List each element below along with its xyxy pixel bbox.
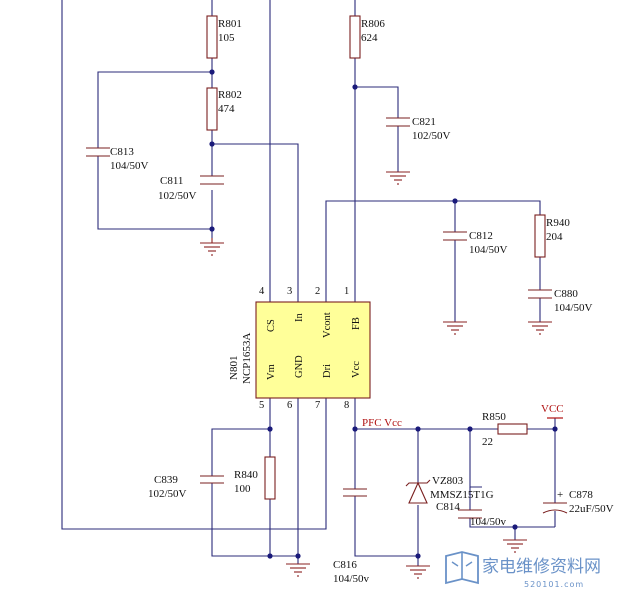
zener-diode-vz803[interactable] <box>405 479 431 504</box>
wires <box>61 0 556 566</box>
pin-name-cs: CS <box>266 319 277 332</box>
c811-value: 102/50V <box>158 190 197 202</box>
c878-ref: C878 <box>569 489 593 501</box>
r802-ref: R802 <box>218 89 242 101</box>
junction-dot <box>512 524 518 530</box>
pin-number: 4 <box>259 286 265 297</box>
capacitor-c812[interactable] <box>443 231 467 241</box>
pin-number: 1 <box>344 286 349 297</box>
ground-icon <box>386 171 410 185</box>
junction-dot <box>267 553 273 559</box>
junction-dot <box>209 69 215 75</box>
resistor-r806[interactable] <box>349 15 361 59</box>
book-icon <box>445 551 479 585</box>
r840-ref: R840 <box>234 469 258 481</box>
c839-ref: C839 <box>154 474 178 486</box>
junction-dot <box>352 84 358 90</box>
vz803-value: MMSZ15T1G <box>430 489 494 501</box>
capacitor-c878[interactable] <box>542 502 568 514</box>
ground-icon <box>406 565 430 579</box>
capacitor-c821[interactable] <box>386 117 410 127</box>
ground-icon <box>286 563 310 577</box>
c821-value: 102/50V <box>412 130 451 142</box>
r801-ref: R801 <box>218 18 242 30</box>
junction-dots <box>209 69 558 559</box>
capacitor-c814[interactable] <box>458 509 482 519</box>
pin-name-vcont: Vcont <box>322 312 333 338</box>
r850-ref: R850 <box>482 411 506 423</box>
r806-value: 624 <box>361 32 378 44</box>
pin-number: 3 <box>287 286 292 297</box>
pin-number: 2 <box>315 286 320 297</box>
r806-ref: R806 <box>361 18 385 30</box>
r940-ref: R940 <box>546 217 570 229</box>
r802-value: 474 <box>218 103 235 115</box>
r801-value: 105 <box>218 32 235 44</box>
resistor-r840[interactable] <box>264 456 276 500</box>
resistor-r850[interactable] <box>497 423 528 435</box>
ic-ref: N801 <box>228 356 240 380</box>
r850-value: 22 <box>482 436 493 448</box>
pin-number: 8 <box>344 400 349 411</box>
c811-ref: C811 <box>160 175 183 187</box>
watermark-text: 家电维修资料网 <box>482 557 601 577</box>
c821-ref: C821 <box>412 116 436 128</box>
junction-dot <box>552 426 558 432</box>
c878-value: 22uF/50V <box>569 503 614 515</box>
c880-ref: C880 <box>554 288 578 300</box>
pin-name-vcc: Vcc <box>351 361 362 378</box>
ground-icon <box>443 321 467 335</box>
vz803-ref: VZ803 <box>432 475 464 487</box>
junction-dot <box>295 553 301 559</box>
junction-dot <box>415 426 421 432</box>
junction-dot <box>415 553 421 559</box>
pfc-vcc-net-label: PFC Vcc <box>362 417 402 429</box>
pin-name-gnd: GND <box>294 355 305 378</box>
pin-number: 6 <box>287 400 292 411</box>
c812-value: 104/50V <box>469 244 508 256</box>
c880-value: 104/50V <box>554 302 593 314</box>
c814-ref: C814 <box>436 501 460 513</box>
junction-dot <box>267 426 273 432</box>
c878-polarity: + <box>557 489 563 501</box>
ground-icon <box>503 539 527 553</box>
capacitor-c880[interactable] <box>528 289 552 299</box>
c813-value: 104/50V <box>110 160 149 172</box>
c839-value: 102/50V <box>148 488 187 500</box>
junction-dot <box>452 198 458 204</box>
pin-name-fb: FB <box>351 317 362 330</box>
watermark-logo: 家电维修资料网 520101.com <box>445 551 601 589</box>
pin-number: 7 <box>315 400 320 411</box>
pin-number: 5 <box>259 400 264 411</box>
c814-value: 104/50v <box>470 516 507 528</box>
watermark-url: 520101.com <box>524 580 584 589</box>
ground-symbols <box>200 171 552 579</box>
resistor-r940[interactable] <box>534 214 546 258</box>
ic-n801[interactable] <box>255 301 371 399</box>
resistor-r802[interactable] <box>206 87 218 131</box>
junction-dot <box>209 141 215 147</box>
r940-value: 204 <box>546 231 563 243</box>
pin-name-dri: Dri <box>322 364 333 378</box>
junction-dot <box>352 426 358 432</box>
c816-value: 104/50v <box>333 573 370 585</box>
ic-part-number: NCP1653A <box>241 333 253 384</box>
pin-name-vm: Vm <box>266 364 277 380</box>
ground-icon <box>528 321 552 335</box>
capacitor-c839[interactable] <box>200 475 224 484</box>
c816-ref: C816 <box>333 559 357 571</box>
c812-ref: C812 <box>469 230 493 242</box>
resistor-r801[interactable] <box>206 15 218 59</box>
capacitor-c811[interactable] <box>200 175 224 185</box>
c813-ref: C813 <box>110 146 134 158</box>
junction-dot <box>209 226 215 232</box>
junction-dot <box>467 426 473 432</box>
r840-value: 100 <box>234 483 251 495</box>
vcc-net-label: VCC <box>541 403 564 415</box>
capacitor-c816[interactable] <box>343 488 367 497</box>
capacitor-c813[interactable] <box>86 147 110 157</box>
pin-name-in: In <box>294 313 305 322</box>
ground-icon <box>200 238 224 256</box>
